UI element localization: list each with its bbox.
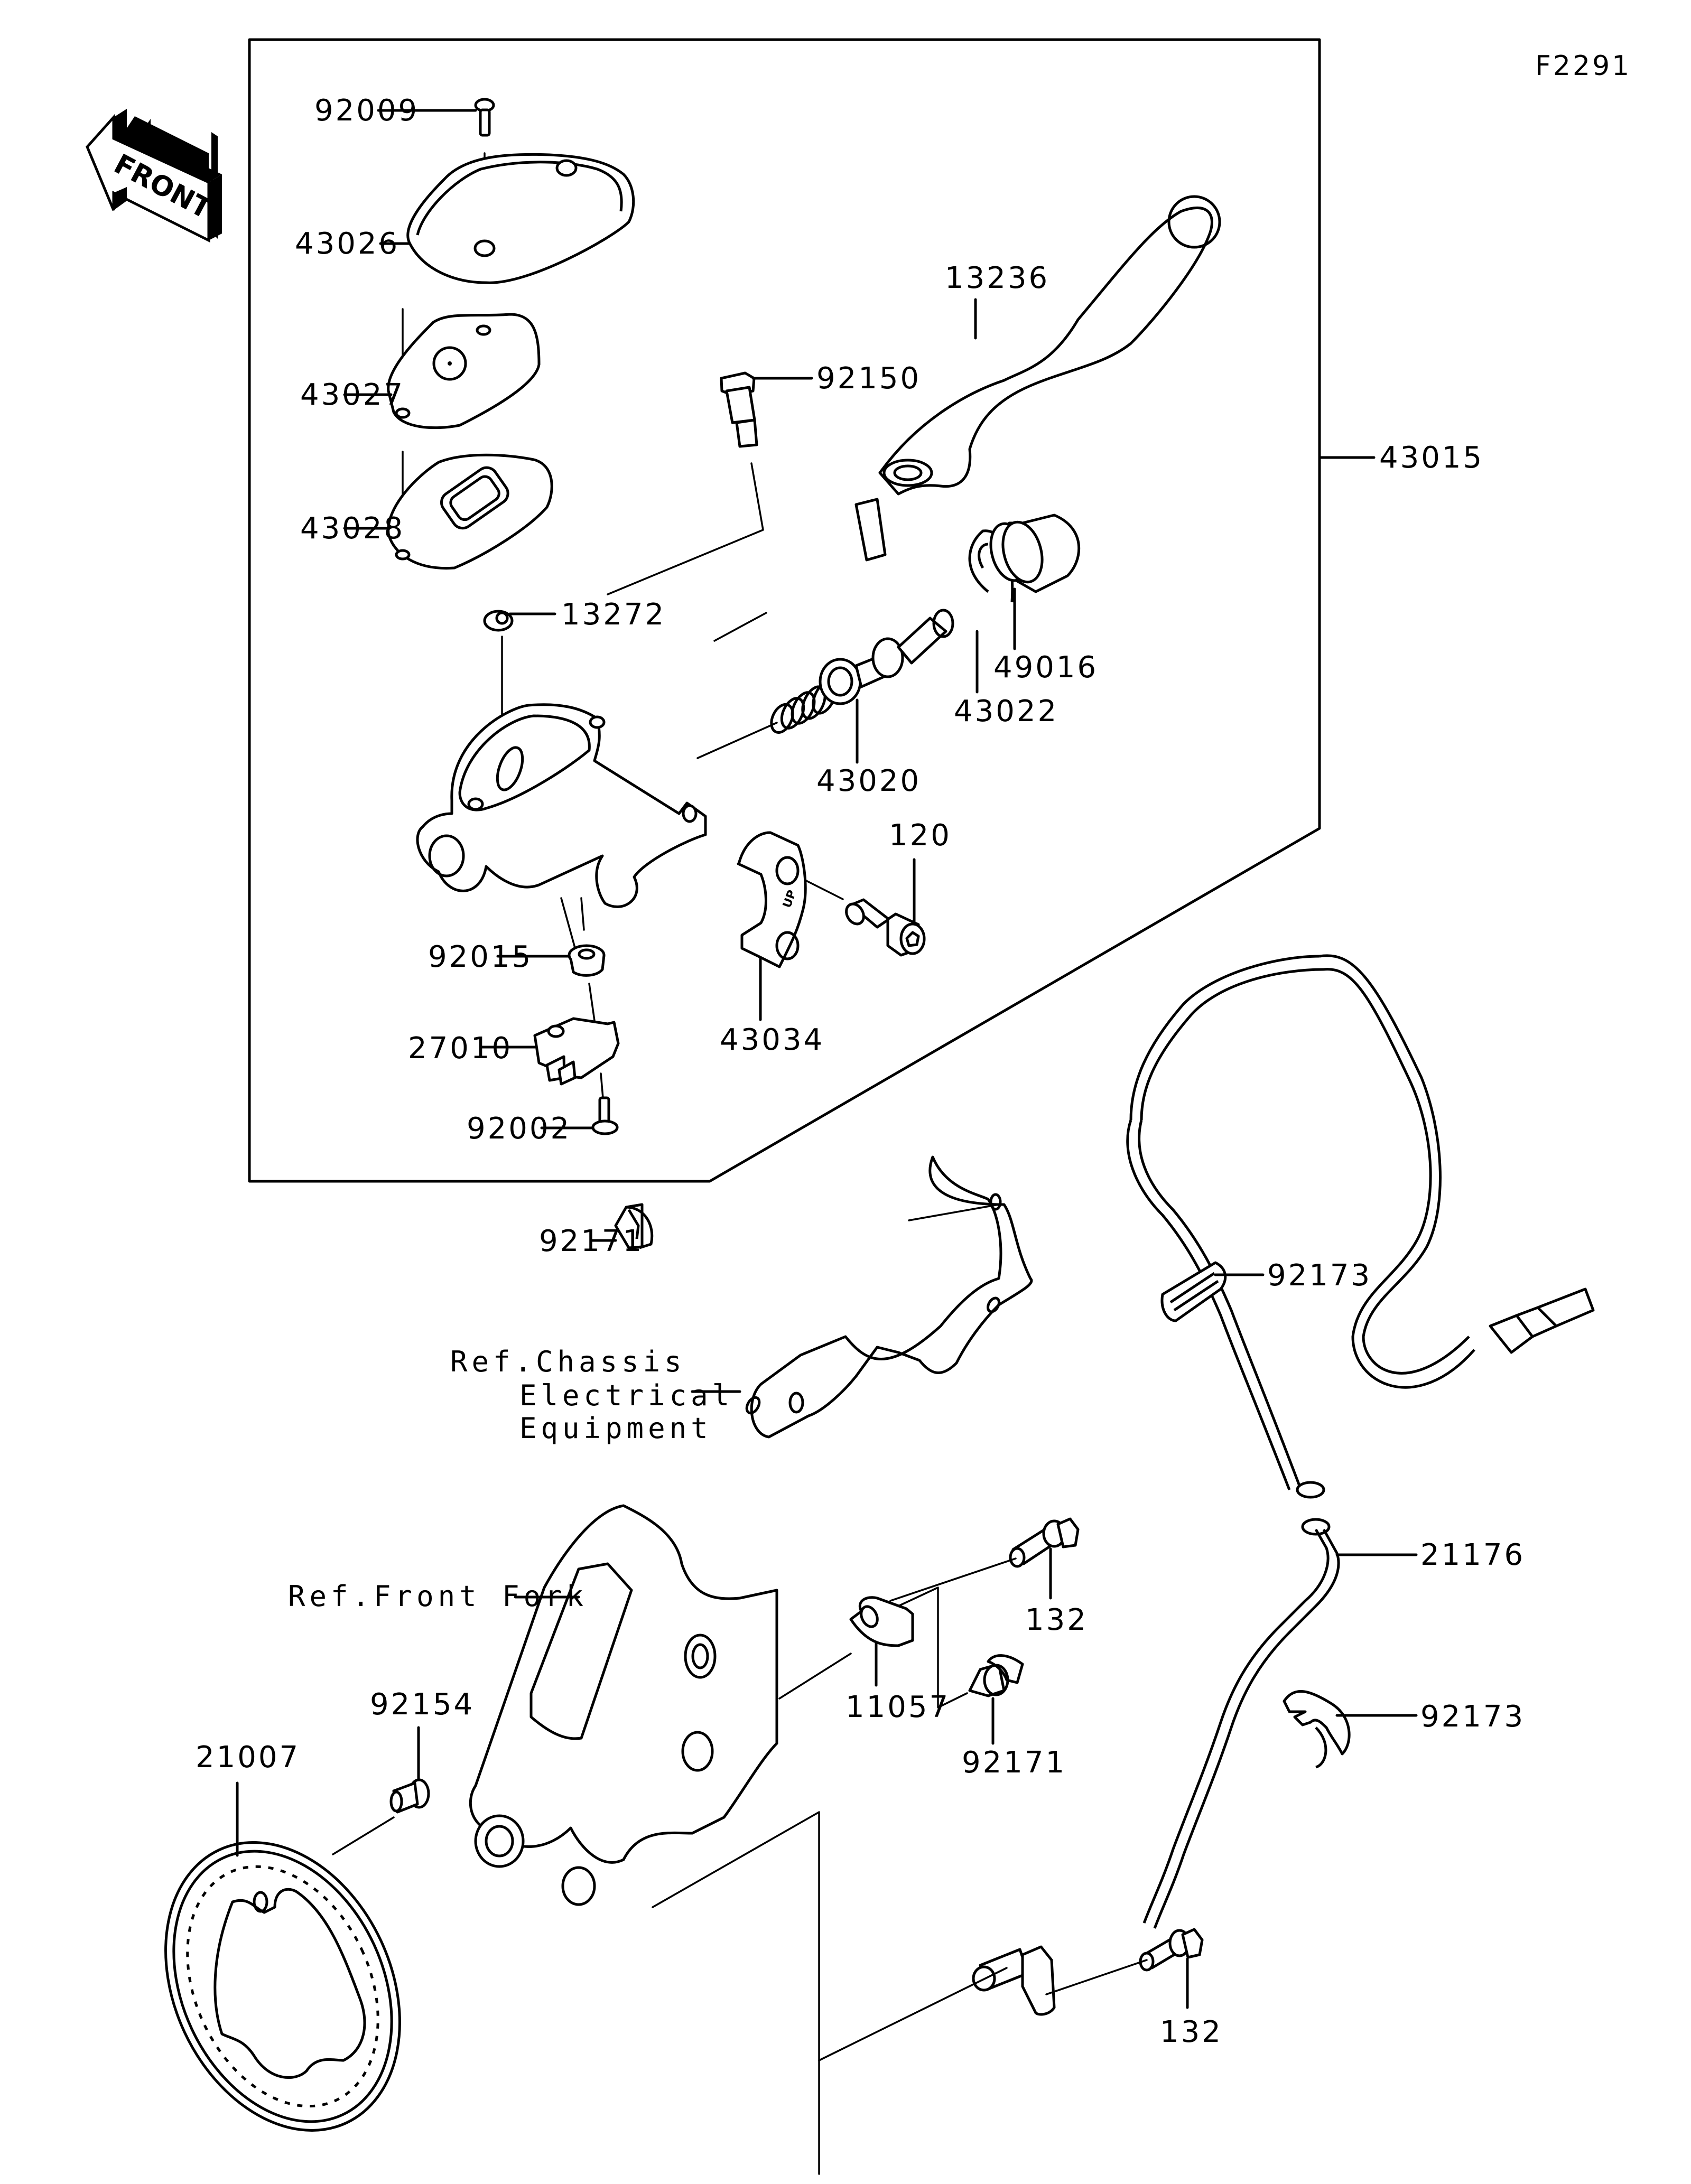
part-label-43020[interactable]: 43020: [816, 764, 921, 798]
part-21176[interactable]: [972, 954, 1595, 2016]
part-label-11057[interactable]: 11057: [846, 1690, 950, 1724]
part-label-49016[interactable]: 49016: [993, 650, 1098, 685]
part-label-43034[interactable]: 43034: [720, 1023, 824, 1057]
part-label-92171-lower[interactable]: 92171: [962, 1746, 1066, 1780]
part-132-upper[interactable]: [1009, 1517, 1080, 1568]
chassis-bracket: [745, 1155, 1033, 1439]
part-43034[interactable]: UP: [737, 831, 807, 968]
part-label-21176[interactable]: 21176: [1420, 1538, 1525, 1572]
part-label-92173-lower[interactable]: 92173: [1420, 1700, 1525, 1734]
part-label-92015[interactable]: 92015: [428, 940, 533, 974]
part-label-43022[interactable]: 43022: [954, 694, 1058, 729]
part-92173-lower[interactable]: [1283, 1690, 1351, 1769]
part-43028[interactable]: [387, 451, 553, 570]
assembly-frame: [248, 38, 1321, 1183]
front-direction-arrow-icon: FRONT: [86, 109, 222, 243]
part-label-92173-upper[interactable]: 92173: [1267, 1258, 1372, 1293]
ref-chassis-line-1: Ref.Chassis: [450, 1345, 686, 1378]
part-label-92150[interactable]: 92150: [816, 361, 921, 396]
part-label-92009[interactable]: 92009: [314, 94, 419, 128]
part-label-132-lower[interactable]: 132: [1160, 2015, 1223, 2049]
part-label-13236[interactable]: 13236: [945, 261, 1049, 295]
part-label-13272[interactable]: 13272: [561, 598, 666, 632]
part-21007[interactable]: [121, 1804, 444, 2169]
part-label-43028[interactable]: 43028: [300, 511, 405, 546]
part-92154[interactable]: [389, 1778, 430, 1814]
part-label-21007[interactable]: 21007: [196, 1740, 300, 1775]
part-92173-upper[interactable]: [1160, 1261, 1227, 1322]
part-92171-lower[interactable]: [968, 1654, 1024, 1697]
part-11057[interactable]: [849, 1596, 914, 1647]
part-13236[interactable]: [854, 195, 1221, 562]
part-label-92002[interactable]: 92002: [467, 1112, 571, 1146]
part-43027[interactable]: [387, 308, 541, 430]
part-label-92171-upper[interactable]: 92171: [539, 1224, 644, 1258]
part-label-43027[interactable]: 43027: [300, 378, 405, 412]
part-label-43015[interactable]: 43015: [1379, 441, 1484, 475]
master-cylinder-body: [416, 703, 707, 908]
part-92015[interactable]: [560, 897, 606, 977]
front-fork: [469, 1504, 778, 1906]
part-label-27010[interactable]: 27010: [408, 1031, 513, 1066]
part-92150[interactable]: [607, 371, 764, 595]
part-43020[interactable]: [767, 609, 954, 736]
ref-front-fork: Ref.Front Fork: [288, 1580, 588, 1613]
part-label-92154[interactable]: 92154: [370, 1687, 475, 1722]
figure-id: F2291: [1535, 50, 1631, 82]
part-120[interactable]: [843, 898, 926, 957]
part-43026[interactable]: [406, 153, 635, 284]
part-49016[interactable]: [985, 514, 1081, 593]
part-92002[interactable]: [591, 1072, 619, 1135]
part-label-132-upper[interactable]: 132: [1025, 1603, 1088, 1637]
ref-chassis-line-2: Electrical: [519, 1379, 733, 1412]
part-27010[interactable]: [533, 983, 620, 1086]
part-92171-upper[interactable]: [614, 1203, 654, 1249]
part-label-43026[interactable]: 43026: [295, 227, 399, 261]
part-132-lower[interactable]: [1139, 1928, 1204, 1972]
ref-chassis-line-3: Equipment: [519, 1412, 712, 1445]
part-label-120[interactable]: 120: [889, 818, 952, 853]
